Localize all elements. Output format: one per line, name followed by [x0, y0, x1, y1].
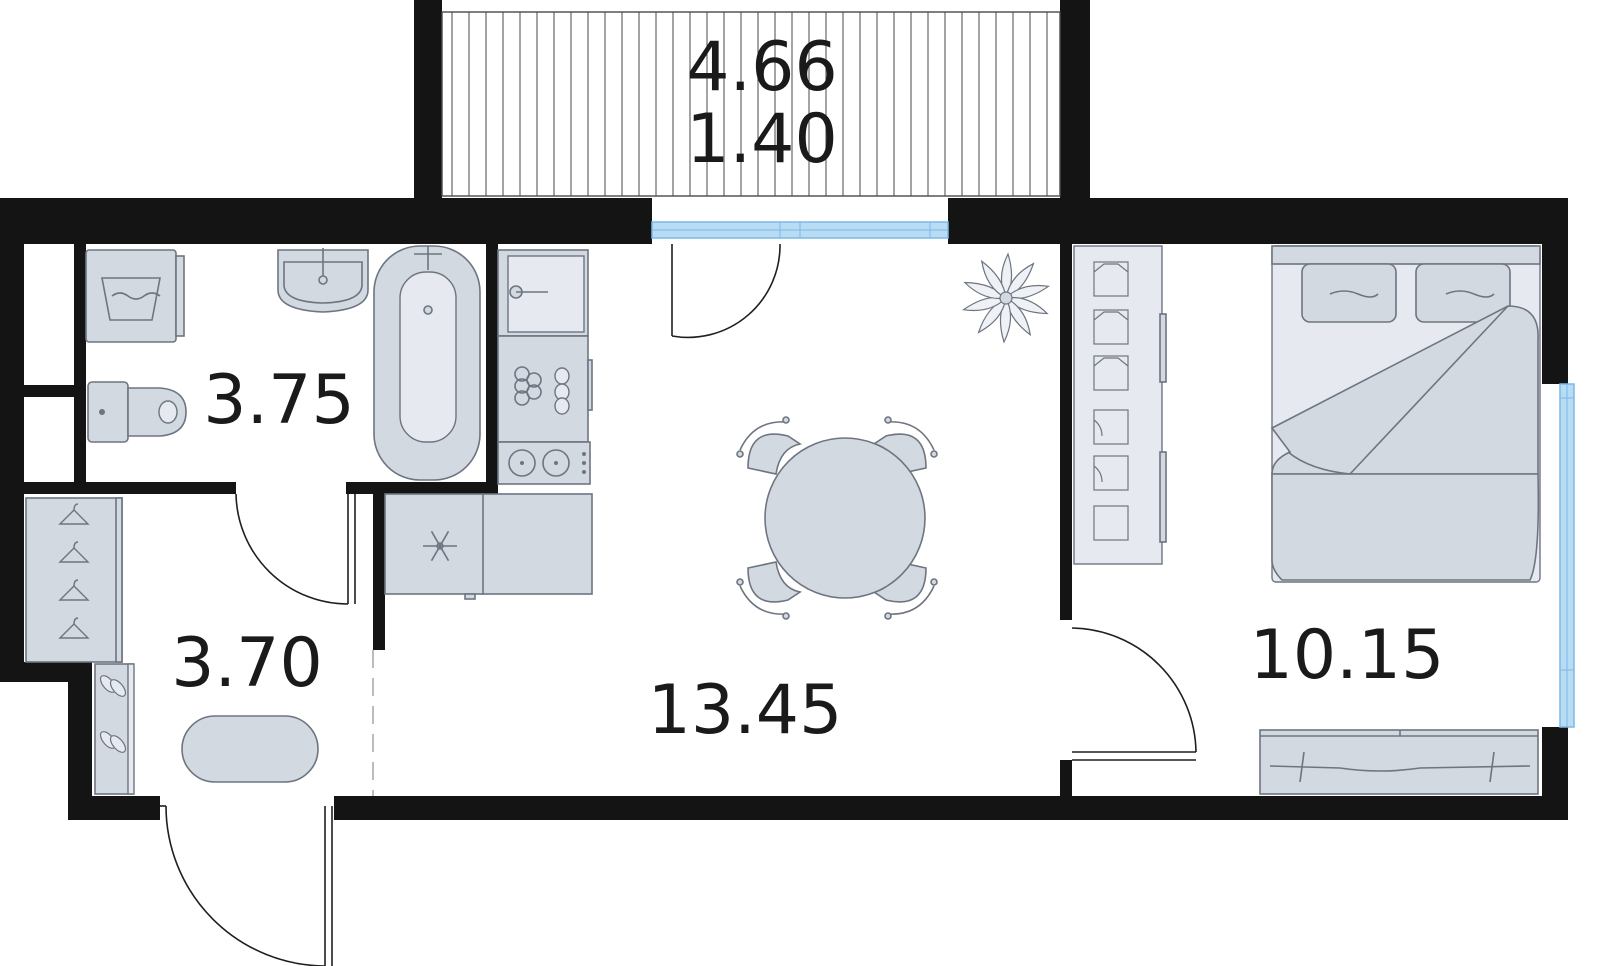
bedroom-fixtures	[1073, 245, 1541, 795]
entrance-door	[160, 805, 333, 966]
bathroom-fixtures	[85, 245, 481, 481]
shoe-rack-icon	[94, 663, 135, 795]
bed-icon	[1270, 245, 1541, 583]
chair-icon	[736, 416, 803, 475]
balcony-area-label: 4.66	[686, 28, 837, 107]
kitchen-sink-icon	[497, 249, 589, 337]
chair-icon	[736, 561, 803, 620]
balcony	[414, 0, 1090, 205]
hallway-area-label: 3.70	[171, 624, 322, 703]
living-fixtures	[736, 252, 1051, 620]
balcony-reduced-area-label: 1.40	[686, 100, 837, 179]
kitchen-counter	[481, 493, 593, 595]
bathroom-area-label: 3.75	[203, 361, 354, 440]
balcony-wall-left	[414, 0, 442, 205]
area-labels: 4.66 1.40 3.75 3.70 13.45 10.15	[171, 28, 1444, 750]
balcony-door	[671, 243, 781, 339]
oven-icon	[497, 441, 591, 485]
bedroom-area-label: 10.15	[1250, 616, 1445, 695]
hob-icon	[497, 335, 593, 443]
sink-icon	[277, 248, 369, 313]
table-top	[764, 437, 926, 599]
exterior-walls	[0, 198, 1568, 820]
interior-walls	[24, 244, 1072, 808]
balcony-railing	[451, 12, 1048, 196]
pillow-icon	[1415, 263, 1511, 323]
ottoman-icon	[181, 715, 319, 783]
toilet-icon	[87, 381, 187, 443]
balcony-wall-right	[1060, 0, 1090, 205]
washing-machine-icon	[85, 249, 185, 343]
kitchen-living-area-label: 13.45	[648, 671, 843, 750]
tv-stand-icon	[1259, 729, 1539, 795]
kitchen-fixtures	[384, 249, 593, 600]
dining-table-icon	[736, 416, 938, 620]
bathroom-door	[235, 493, 356, 605]
wardrobe-icon	[25, 497, 123, 663]
windows	[651, 221, 1575, 728]
pillow-icon	[1301, 263, 1397, 323]
bathtub-icon	[373, 245, 481, 481]
doors	[160, 243, 1197, 966]
hallway-fixtures	[25, 497, 319, 795]
fridge-icon	[384, 493, 484, 600]
bedroom-door	[1071, 627, 1197, 761]
plant-icon	[961, 252, 1051, 344]
chair-icon	[871, 561, 938, 620]
dresser-icon	[1073, 245, 1167, 565]
